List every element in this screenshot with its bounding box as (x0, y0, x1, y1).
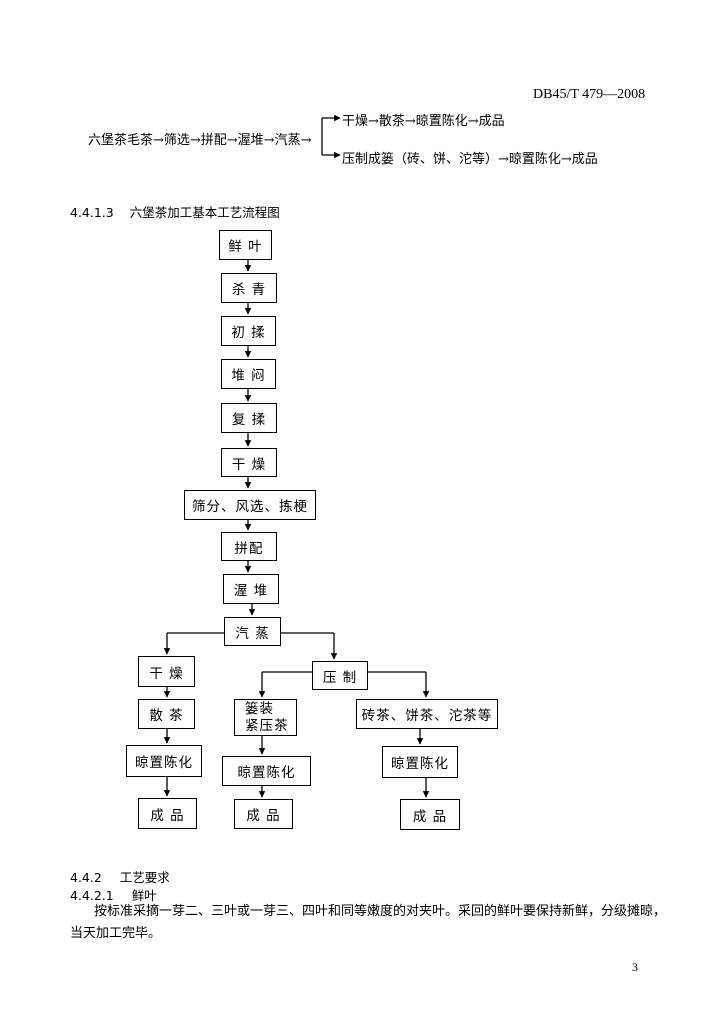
section-heading-4413: 4.4.1.3 六堡茶加工基本工艺流程图 (70, 202, 280, 221)
flow-label: 杀 青 (231, 282, 267, 298)
flow-box-aging-middle: 晾置陈化 (222, 756, 311, 786)
flow-box-dry: 干 燥 (221, 448, 277, 477)
section-number: 4.4.1.3 (70, 205, 114, 220)
flow-label: 鲜 叶 (228, 239, 263, 255)
flow-box-aging-left: 晾置陈化 (126, 745, 202, 777)
section-number: 4.4.2 (70, 870, 102, 885)
section-heading-442: 4.4.2 工艺要求 (70, 867, 170, 886)
section-number: 4.4.2.1 (70, 888, 114, 903)
flow-label: 砖茶、饼茶、沱茶等 (361, 708, 493, 724)
flow-box-product-right: 成 品 (400, 799, 460, 830)
flow-label: 压 制 (322, 669, 358, 686)
flow-box-press: 压 制 (312, 661, 368, 690)
flow-box-brick-cake: 砖茶、饼茶、沱茶等 (356, 699, 498, 729)
section-title: 六堡茶加工基本工艺流程图 (129, 205, 280, 220)
flow-label: 干 燥 (149, 665, 184, 682)
page-number: 3 (632, 960, 638, 974)
flow-box-aging-right: 晾置陈化 (382, 746, 458, 778)
flow-box-re-roll: 复 揉 (221, 403, 277, 433)
section-title: 鲜叶 (131, 888, 157, 903)
flow-label: 晾置陈化 (237, 765, 296, 781)
flow-box-first-roll: 初 揉 (221, 316, 276, 346)
flow-label: 散 茶 (149, 708, 184, 724)
paragraph-line-1: 按标准采摘一芽二、三叶或一芽三、四叶和同等嫩度的对夹叶。采回的鲜叶要保持新鲜，分… (94, 904, 667, 919)
flow-label: 拼配 (234, 540, 264, 557)
flow-box-kill-green: 杀 青 (221, 273, 277, 303)
flow-box-steam: 汽 蒸 (224, 617, 281, 646)
flow-label: 初 揉 (231, 325, 266, 341)
flow-box-dry2: 干 燥 (138, 656, 195, 687)
flow-box-product-left: 成 品 (138, 798, 197, 829)
flow-box-sieve: 筛分、风选、拣梗 (184, 490, 316, 520)
flow-label: 干 燥 (231, 456, 267, 473)
flow-box-loose-tea: 散 茶 (138, 699, 195, 729)
flow-label: 成 品 (412, 808, 448, 825)
flow-box-wet-pile: 渥 堆 (223, 574, 279, 604)
flow-box-fresh-leaf: 鲜 叶 (219, 230, 272, 260)
flow-label: 筛分、风选、拣梗 (192, 499, 308, 515)
chain-main: 六堡茶毛茶→筛选→拼配→渥堆→汽蒸→ (88, 133, 312, 148)
flow-label: 堆 闷 (231, 368, 266, 384)
standard-code: DB45/T 479—2008 (533, 87, 646, 102)
flow-box-blend: 拼配 (221, 532, 277, 561)
flow-label: 成 品 (246, 808, 281, 824)
paragraph-line-2: 当天加工完毕。 (70, 926, 162, 941)
flow-label: 汽 蒸 (235, 625, 270, 642)
flow-label: 成 品 (150, 807, 185, 824)
flow-label: 复 揉 (231, 412, 267, 428)
flow-box-product-middle: 成 品 (234, 799, 293, 829)
flow-label: 晾置陈化 (391, 756, 449, 772)
flow-label: 晾置陈化 (135, 755, 193, 771)
section-title: 工艺要求 (119, 870, 170, 885)
chain-branch-press: 压制成篓（砖、饼、沱等）→晾置陈化→成品 (342, 152, 598, 167)
flow-label-line2: 紧压茶 (245, 717, 289, 734)
flow-label: 渥 堆 (233, 583, 269, 599)
chain-branch-dry: 干燥→散茶→晾置陈化→成品 (342, 114, 505, 129)
flow-box-basket-pressed: 篓装 紧压茶 (234, 699, 297, 736)
flow-label-line1: 篓装 (245, 700, 274, 717)
flow-box-pile-stuffy: 堆 闷 (221, 359, 276, 389)
section-heading-4421: 4.4.2.1 鲜叶 (70, 885, 157, 904)
